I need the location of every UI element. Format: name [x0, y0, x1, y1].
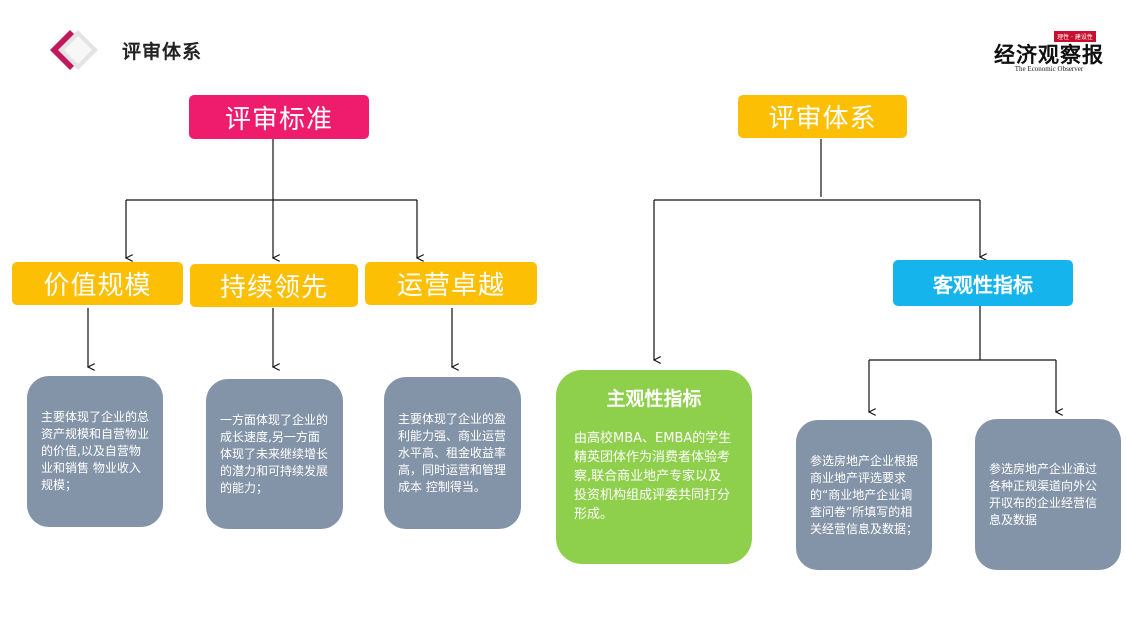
- subjective-indicator-card: 主观性指标 由高校MBA、EMBA的学生精英团体作为消费者体验考察,联合商业地产…: [556, 370, 752, 564]
- desc-text: 参选房地产企业根据商业地产评选要求的“商业地产企业调查问卷”所填写的相关经营信息…: [810, 453, 919, 536]
- brand-english-name: The Economic Observer: [1014, 65, 1084, 73]
- branch-value-scale: 价值规模: [12, 262, 183, 305]
- branch-operational-excellence: 运营卓越: [365, 262, 537, 305]
- system-root-node: 评审体系: [738, 95, 907, 138]
- objective-desc-card-survey: 参选房地产企业根据商业地产评选要求的“商业地产企业调查问卷”所填写的相关经营信息…: [796, 420, 932, 570]
- page-title: 评审体系: [122, 41, 203, 63]
- subjective-indicator-title: 主观性指标: [606, 388, 702, 410]
- diamond-logo-icon: [50, 30, 98, 70]
- objective-desc-card-public-info: 参选房地产企业通过各种正规渠道向外公开収布的企业经营信息及数据: [975, 419, 1121, 570]
- desc-card-value-scale: 主要体现了企业的总资产规模和自营物业的价值,以及自营物业和销售 物业收入规模；: [27, 376, 163, 527]
- desc-card-operational-excellence: 主要体现了企业的盈利能力强、商业运营水平高、租金收益率高，同时运营和管理成本 控…: [384, 377, 521, 529]
- desc-card-sustained-lead: 一方面体现了企业的成长速度,另一方面体现了未来继续增长的潜力和可持续发展的能力；: [206, 379, 343, 529]
- desc-text: 一方面体现了企业的成长速度,另一方面体现了未来继续增长的潜力和可持续发展的能力；: [220, 412, 329, 495]
- subjective-indicator-desc: 由高校MBA、EMBA的学生精英团体作为消费者体验考察,联合商业地产专家以及投资…: [574, 431, 732, 522]
- desc-text: 主要体现了企业的盈利能力强、商业运营水平高、租金收益率高，同时运营和管理成本 控…: [398, 411, 507, 494]
- brand-logo: 理性 · 建设性 经济观察报 The Economic Observer: [994, 24, 1104, 73]
- desc-text: 参选房地产企业通过各种正规渠道向外公开収布的企业经营信息及数据: [989, 461, 1098, 527]
- brand-name: 经济观察报: [994, 42, 1104, 67]
- desc-text: 主要体现了企业的总资产规模和自营物业的价值,以及自营物业和销售 物业收入规模；: [41, 410, 150, 492]
- objective-indicator-node: 客观性指标: [893, 260, 1073, 306]
- brand-tag: 理性 · 建设性: [1054, 31, 1096, 42]
- branch-sustained-lead: 持续领先: [190, 264, 358, 307]
- criteria-root-node: 评审标准: [189, 95, 369, 139]
